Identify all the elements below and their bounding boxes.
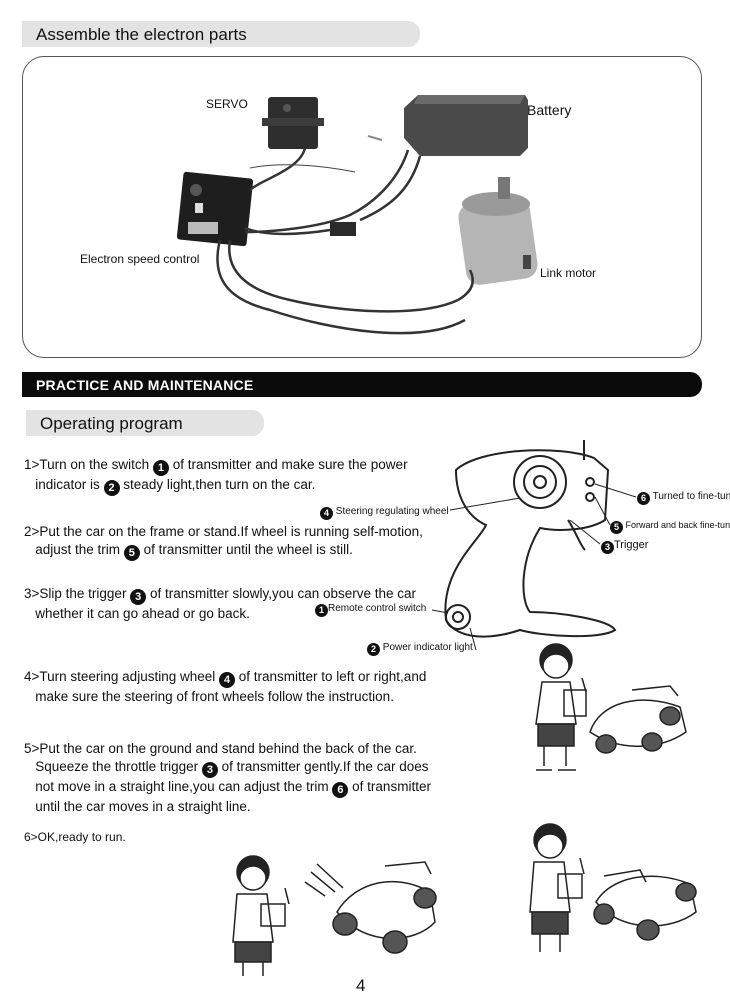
num-badge: 3 bbox=[201, 762, 218, 778]
battery-label: Battery bbox=[527, 102, 572, 118]
illustration-boy-car-3 bbox=[529, 823, 697, 952]
num-badge: 5 bbox=[123, 545, 140, 561]
step-3: 3>Slip the trigger 3 of transmitter slow… bbox=[24, 586, 417, 621]
servo-label: SERVO bbox=[206, 97, 248, 111]
section-header-operating: Operating program bbox=[26, 410, 264, 436]
transmitter-diagram bbox=[431, 440, 637, 651]
electronics-illustration bbox=[176, 95, 538, 335]
esc-icon bbox=[176, 171, 254, 247]
num-badge: 6 bbox=[332, 782, 349, 798]
servo-icon bbox=[262, 97, 324, 149]
num-badge: 4 bbox=[219, 672, 235, 688]
step-5: 5>Put the car on the ground and stand be… bbox=[24, 741, 431, 814]
header-text: Assemble the electron parts bbox=[36, 25, 247, 44]
illustration-boy-car-1 bbox=[535, 643, 687, 771]
step-4: 4>Turn steering adjusting wheel 4 of tra… bbox=[24, 669, 427, 704]
section-header-assemble: Assemble the electron parts bbox=[22, 21, 420, 47]
label-power-indicator: 2 Power indicator light bbox=[367, 642, 473, 656]
section-bar-text: PRACTICE AND MAINTENANCE bbox=[36, 377, 254, 393]
header-text: Operating program bbox=[40, 414, 183, 433]
label-forward-back-fine-tuning: 5 Forward and back fine-tuning bbox=[610, 520, 730, 534]
illustration-boy-car-2 bbox=[232, 855, 437, 976]
motor-icon bbox=[458, 177, 538, 285]
esc-label: Electron speed control bbox=[80, 252, 200, 266]
label-steering-wheel: 4 Steering regulating wheel bbox=[320, 506, 449, 520]
electronics-frame bbox=[22, 56, 702, 358]
section-bar-practice: PRACTICE AND MAINTENANCE bbox=[22, 372, 702, 397]
step-6: 6>OK,ready to run. bbox=[24, 830, 126, 844]
motor-label: Link motor bbox=[540, 266, 597, 280]
step-1: 1>Turn on the switch 1 of transmitter an… bbox=[24, 457, 408, 496]
step-2: 2>Put the car on the frame or stand.If w… bbox=[24, 524, 423, 561]
page-number: 4 bbox=[356, 976, 366, 995]
num-badge: 2 bbox=[103, 480, 120, 496]
num-badge: 3 bbox=[130, 589, 147, 605]
label-fine-tune: 6 Turned to fine-tune bbox=[637, 491, 730, 505]
num-badge: 1 bbox=[152, 460, 169, 476]
battery-icon bbox=[404, 95, 528, 156]
